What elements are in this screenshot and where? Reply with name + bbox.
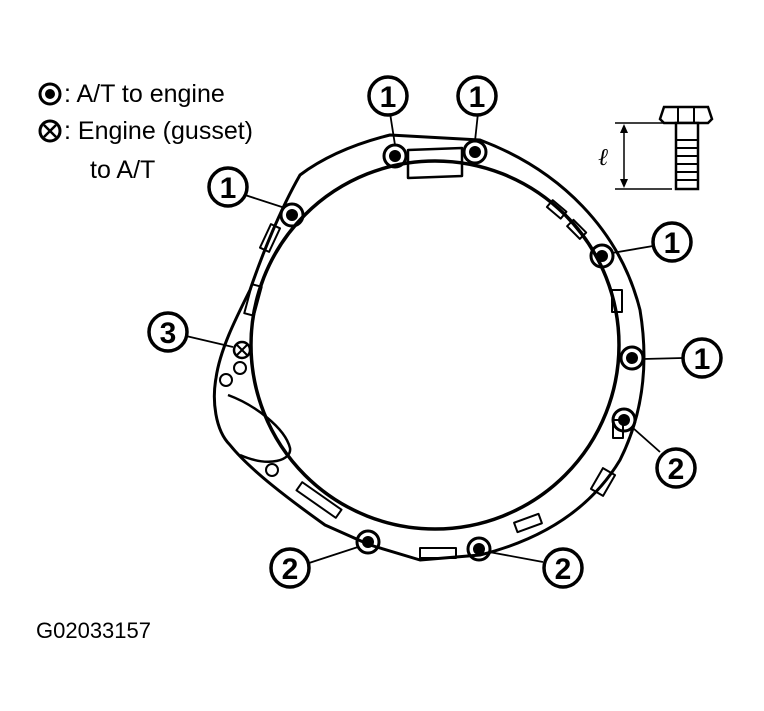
bolt-marker <box>462 139 488 165</box>
callout-3-label: 1 <box>220 172 237 205</box>
bolt-marker <box>355 529 381 555</box>
legend-at-to-engine-symbol <box>38 82 62 106</box>
callout-6-label: 2 <box>668 453 685 486</box>
callout-1: 1 <box>367 75 409 117</box>
bolt-marker <box>589 243 615 269</box>
callout-1-label: 1 <box>380 81 397 114</box>
figure-id: G02033157 <box>36 618 151 643</box>
callout-4: 1 <box>651 221 693 263</box>
callout-2-label: 1 <box>469 81 486 114</box>
callout-2: 1 <box>456 75 498 117</box>
gusset-bolt-marker <box>232 340 252 360</box>
legend-engine-gusset-text-line1: : Engine (gusset) <box>64 117 253 145</box>
bolt-marker <box>279 202 305 228</box>
bolt-marker <box>611 407 637 433</box>
callout-7-label: 2 <box>282 553 299 586</box>
callout-8-label: 2 <box>555 553 572 586</box>
callout-5-label: 1 <box>694 343 711 376</box>
legend-engine-gusset-symbol <box>38 119 62 143</box>
callout-5: 1 <box>681 337 723 379</box>
bolt-length-label: ℓ <box>598 145 608 171</box>
callout-8: 2 <box>542 547 584 589</box>
callout-9: 3 <box>147 311 189 353</box>
callout-7: 2 <box>269 547 311 589</box>
legend-at-to-engine-text: : A/T to engine <box>64 80 225 108</box>
leader-lines <box>185 112 684 564</box>
callout-9-label: 3 <box>160 317 177 350</box>
legend: : A/T to engine : Engine (gusset) to A/T <box>38 80 253 184</box>
bolt-illustration: ℓ <box>598 105 714 191</box>
callout-6: 2 <box>655 447 697 489</box>
bolt-marker <box>466 536 492 562</box>
transmission-housing <box>212 133 646 562</box>
callout-4-label: 1 <box>664 227 681 260</box>
bolt-marker <box>619 345 645 371</box>
callout-3: 1 <box>207 166 249 208</box>
legend-engine-gusset-text-line2: to A/T <box>90 156 155 184</box>
